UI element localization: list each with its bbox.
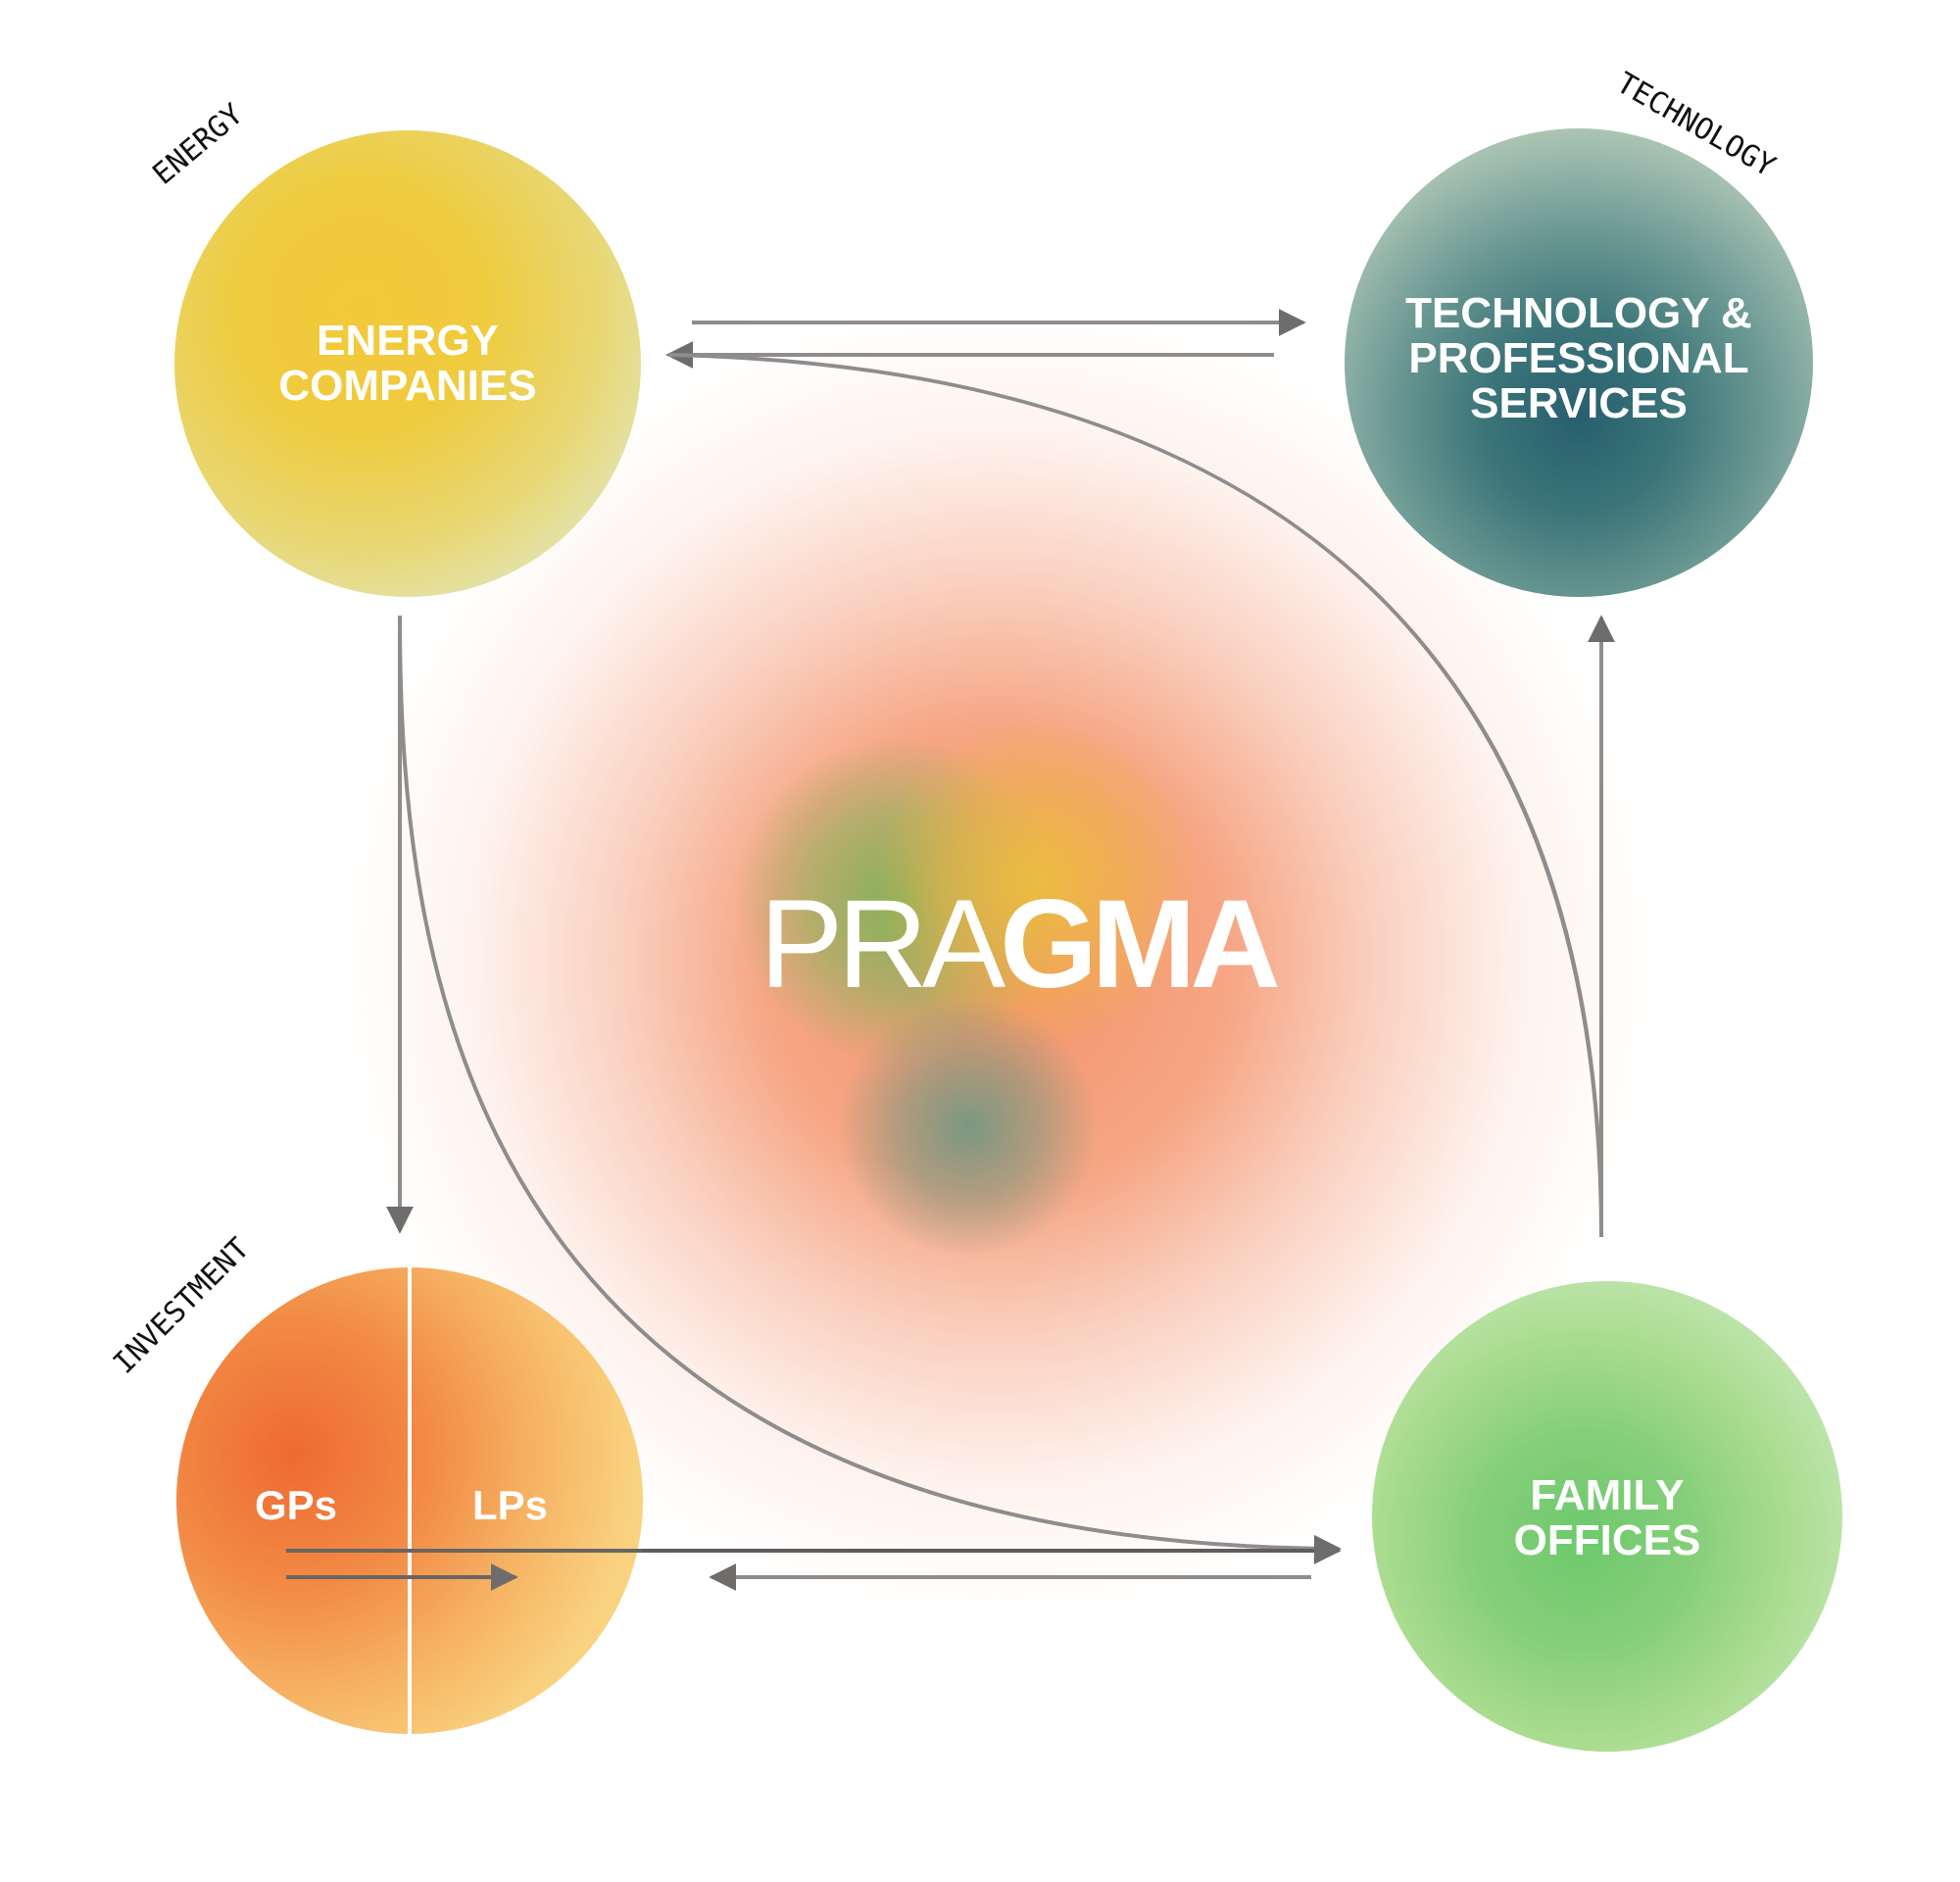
brand-logo-bold: GMA (1000, 874, 1281, 1015)
gps-label: GPs (255, 1482, 338, 1528)
investment-node: GPs LPs (176, 1267, 643, 1734)
energy-companies-label: ENERGY COMPANIES (278, 317, 537, 410)
brand-logo-light: PRA (760, 874, 1005, 1015)
glow-teal-blob (841, 1000, 1096, 1255)
family-offices-node: FAMILY OFFICES (1372, 1281, 1842, 1752)
family-offices-label: FAMILY OFFICES (1513, 1471, 1701, 1564)
glow-yellow-blob (875, 720, 1199, 1044)
investment-divider (408, 1267, 412, 1734)
brand-logo: PRAGMA (760, 882, 1281, 1008)
arrow-energy-to-family-curve (398, 615, 1342, 1562)
lps-label: LPs (472, 1482, 549, 1528)
arrow-family-to-energy-curve (667, 353, 1603, 1238)
technology-services-label: TECHNOLOGY & PROFESSIONAL SERVICES (1405, 289, 1752, 427)
technology-services-node: TECHNOLOGY & PROFESSIONAL SERVICES (1345, 128, 1813, 597)
energy-companies-node: ENERGY COMPANIES (174, 130, 641, 597)
